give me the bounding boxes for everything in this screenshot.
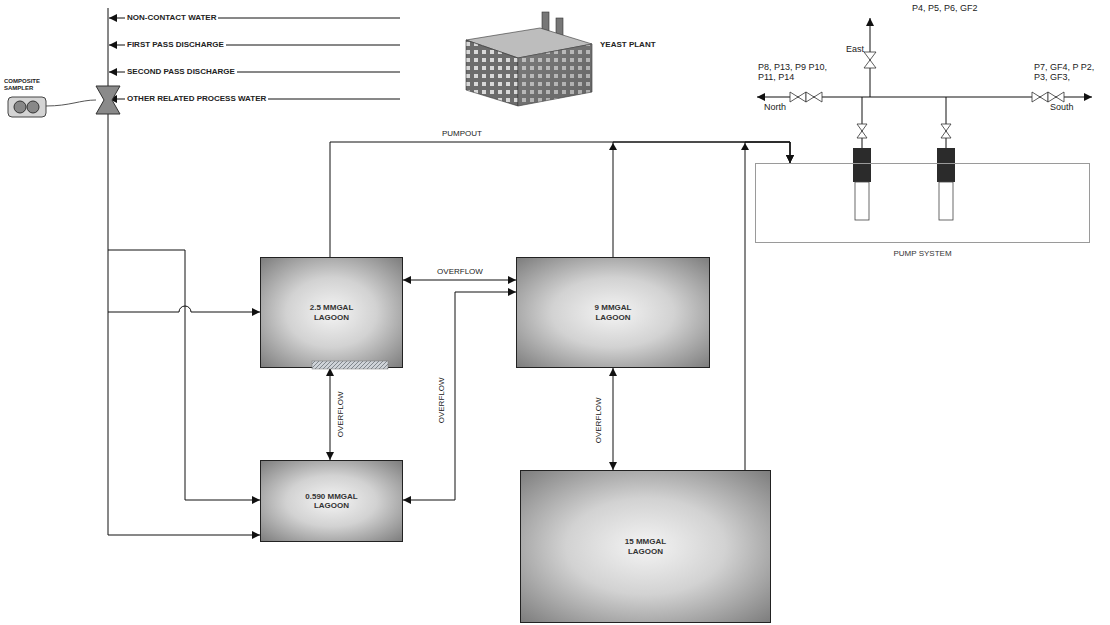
flow-meter-body xyxy=(96,86,120,114)
valve xyxy=(857,124,867,138)
connector-label: OVERFLOW xyxy=(435,268,485,277)
pump-body xyxy=(855,182,869,220)
sampler-wire xyxy=(46,100,96,106)
sampler-bottle xyxy=(27,101,39,113)
inlet-branch xyxy=(108,306,260,312)
lagoon-box: 15 MMGAL LAGOON xyxy=(520,470,771,623)
connector-label: OVERFLOW xyxy=(439,375,448,425)
text-label: NON-CONTACT WATER xyxy=(125,13,218,22)
text-label: P8, P13, P9 P10, P11, P14 xyxy=(758,62,838,83)
flow-connector xyxy=(403,292,516,500)
connector-label: OVERFLOW xyxy=(596,395,605,445)
valve xyxy=(790,92,806,102)
inlet-pipes xyxy=(108,8,260,535)
text-label: P4, P5, P6, GF2 xyxy=(912,3,978,13)
lagoon-label: 9 MMGAL LAGOON xyxy=(582,303,644,321)
text-label: COMPOSITE SAMPLER xyxy=(4,78,50,92)
box-heading: PUMP SYSTEM xyxy=(756,249,1089,258)
junction-arrows xyxy=(609,143,749,150)
pump-system-box: PUMP SYSTEM xyxy=(755,163,1090,243)
building-wall xyxy=(466,40,518,106)
connector-label: OVERFLOW xyxy=(338,389,347,439)
flow-connector xyxy=(330,368,331,460)
discharge-lines xyxy=(109,18,400,99)
pump-motor xyxy=(853,148,871,182)
flow-meter xyxy=(96,86,120,114)
lagoon-label: 0.590 MMGAL LAGOON xyxy=(301,492,363,510)
inlet-branch xyxy=(108,535,260,536)
valve xyxy=(806,92,822,102)
lagoon-box: 0.590 MMGAL LAGOON xyxy=(260,460,403,542)
text-label: North xyxy=(764,102,786,112)
pump-body xyxy=(939,182,953,220)
pumps xyxy=(853,148,955,220)
lagoon-box: 9 MMGAL LAGOON xyxy=(516,257,710,368)
flow-connector xyxy=(613,368,614,470)
sampler-bottle xyxy=(14,101,26,113)
flow-connector xyxy=(745,142,790,470)
building-shade xyxy=(518,44,592,106)
hatched-bar xyxy=(312,361,388,369)
lagoon-box: 2.5 MMGAL LAGOON xyxy=(260,257,403,368)
pump-manifold xyxy=(757,18,1092,205)
text-label: FIRST PASS DISCHARGE xyxy=(125,40,226,49)
sampler-box xyxy=(8,97,46,117)
lagoon-label: 15 MMGAL LAGOON xyxy=(615,537,677,555)
flow-connector xyxy=(403,280,516,281)
lagoon-label: 2.5 MMGAL LAGOON xyxy=(301,303,363,321)
composite-sampler-icon xyxy=(8,97,96,117)
building-wall xyxy=(518,44,592,106)
text-label: YEAST PLANT xyxy=(600,40,656,49)
valve xyxy=(1032,92,1048,102)
text-label: South xyxy=(1050,102,1074,112)
valve xyxy=(864,52,876,68)
flow-connector xyxy=(330,142,790,257)
text-label: OTHER RELATED PROCESS WATER xyxy=(125,94,268,103)
valve xyxy=(941,124,951,138)
inlet-branch xyxy=(108,250,260,500)
pump-motor xyxy=(937,148,955,182)
valves xyxy=(790,52,1064,138)
valve xyxy=(1048,92,1064,102)
text-label: P7, GF4, P P2, P3, GF3, xyxy=(1034,62,1108,83)
text-label: East xyxy=(846,44,864,54)
yeast-plant-illustration xyxy=(466,12,592,106)
flow-connector xyxy=(613,142,790,257)
text-label: SECOND PASS DISCHARGE xyxy=(125,67,237,76)
connector-label: PUMPOUT xyxy=(440,130,484,139)
